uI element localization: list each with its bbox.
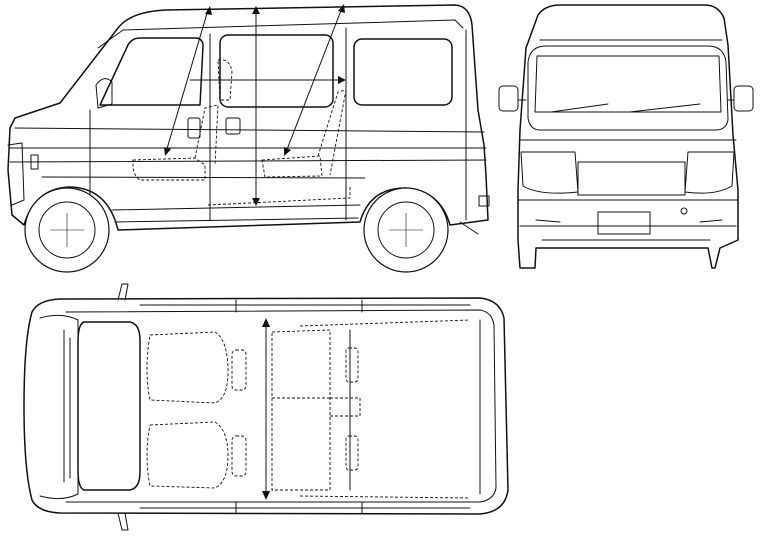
side-front-seat	[132, 104, 219, 181]
front-body-outline	[517, 4, 739, 269]
side-front-bumper	[7, 142, 25, 206]
side-front-window	[99, 37, 204, 106]
front-view	[498, 4, 754, 269]
side-belt-line-2	[9, 159, 487, 163]
front-bumper	[517, 199, 739, 227]
top-view	[23, 283, 509, 531]
side-view	[7, 4, 490, 273]
side-handle-2	[225, 117, 241, 135]
front-grille	[577, 161, 686, 196]
side-handle-1	[187, 117, 201, 139]
arrow-head-icon	[164, 147, 171, 156]
front-mirror-right	[733, 85, 754, 112]
side-rear-light	[478, 195, 490, 207]
top-rear-headrest-right	[345, 435, 359, 471]
arrow-head-icon	[262, 491, 270, 500]
side-rear-seat	[261, 89, 347, 178]
side-roof-inner	[97, 19, 464, 49]
side-interior-height-arrow	[252, 6, 260, 206]
front-mirror-left	[498, 85, 519, 112]
top-headrest-right	[231, 435, 247, 477]
arrow-head-icon	[284, 147, 291, 156]
arrow-head-icon	[338, 4, 345, 13]
top-windshield	[77, 321, 141, 491]
side-rocker-low	[114, 217, 359, 223]
side-front-wheel	[24, 187, 110, 273]
side-marker-light	[30, 154, 39, 170]
front-tow-hook	[680, 207, 688, 215]
arrow-head-icon	[262, 318, 270, 327]
side-length-arrow	[189, 76, 346, 84]
top-roof-inner	[65, 309, 497, 503]
front-headlight-right	[684, 151, 735, 194]
top-hood-front	[39, 314, 79, 500]
front-windshield-outer	[527, 45, 729, 131]
side-mudflap	[459, 221, 479, 235]
side-rear-wheel	[363, 187, 449, 273]
side-front-seat-arrow	[164, 6, 212, 156]
top-interior-width-arrow	[262, 318, 270, 500]
side-mirror	[95, 78, 113, 109]
side-sill-line	[41, 176, 366, 179]
top-seat-front-right	[146, 421, 229, 489]
top-body-outline	[23, 297, 509, 515]
front-wiper-left	[550, 103, 609, 113]
side-waist-line	[14, 127, 485, 133]
front-license-plate	[597, 211, 651, 235]
top-seat-front-left	[146, 331, 229, 404]
arrow-head-icon	[252, 198, 260, 206]
side-rear-window	[353, 38, 453, 106]
front-windshield-inner	[534, 55, 722, 113]
arrow-head-icon	[205, 6, 212, 15]
side-slide-window	[219, 34, 334, 108]
front-headlight-left	[520, 151, 579, 194]
side-floor	[207, 185, 351, 206]
arrow-head-icon	[252, 6, 260, 14]
top-mirror-left	[117, 283, 129, 301]
side-rocker	[111, 204, 361, 211]
top-headrest-left	[231, 349, 247, 391]
front-wiper-right	[629, 103, 701, 113]
top-rear-headrest-left	[345, 347, 359, 383]
top-rear-seat	[271, 329, 331, 491]
top-mirror-right	[117, 512, 129, 531]
arrow-head-icon	[338, 76, 346, 84]
